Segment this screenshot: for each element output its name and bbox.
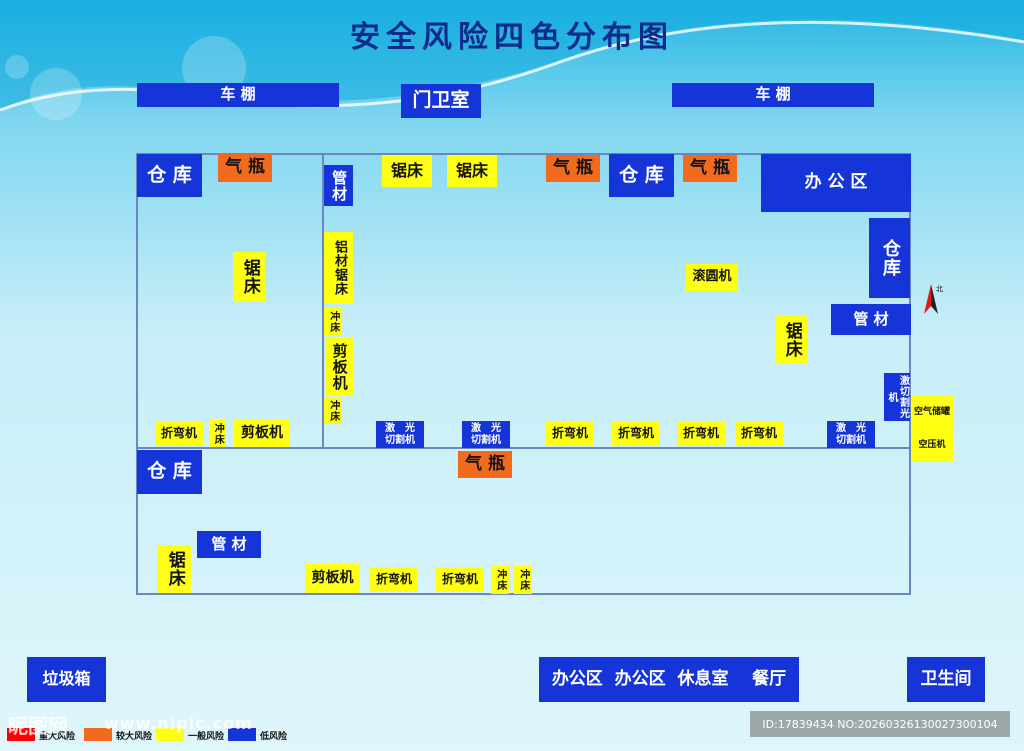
bending-machine-zone: 折弯机	[677, 422, 725, 446]
carport-left: 车 棚	[137, 83, 339, 107]
image-id-bar: ID:17839434 NO:20260326130027300104	[750, 711, 1010, 737]
warehouse-zone: 仓库	[869, 218, 910, 298]
legend-swatch-general	[156, 728, 184, 741]
air-compressor-zone: 空压机	[911, 428, 953, 462]
wall-bottom	[136, 593, 911, 595]
legend-swatch-low	[228, 728, 256, 741]
legend-label-major: 重大风险	[39, 732, 76, 742]
bending-machine-zone: 折弯机	[155, 422, 203, 446]
laser-cutter-zone: 激切割光机	[884, 373, 910, 421]
carport-right: 车 棚	[672, 83, 874, 107]
laser-cutter-zone: 激 光 切割机	[376, 421, 424, 448]
bending-machine-zone: 折弯机	[735, 422, 783, 446]
laser-cutter-zone: 激 光 切割机	[827, 421, 875, 448]
pipe-material-zone: 管 材	[197, 531, 261, 558]
warehouse-zone: 仓 库	[137, 154, 202, 197]
saw-zone: 锯床	[447, 155, 497, 187]
gas-cylinder-zone: 气 瓶	[546, 155, 600, 182]
punch-press-zone: 冲床	[324, 397, 342, 424]
gas-cylinder-zone: 气 瓶	[683, 155, 737, 182]
pipe-material-zone: 管 材	[831, 304, 911, 335]
page-title: 安全风险四色分布图	[350, 20, 674, 55]
bending-machine-zone: 折弯机	[546, 422, 594, 446]
bubble-decoration	[30, 68, 82, 120]
laser-cutter-zone: 激 光 切割机	[462, 421, 510, 448]
wall-middle-horizontal	[136, 447, 911, 449]
saw-zone: 锯床	[775, 315, 807, 364]
wall-inner-divider	[322, 153, 324, 449]
bending-machine-zone: 折弯机	[436, 567, 484, 592]
shearing-machine-zone: 剪板机	[234, 420, 290, 447]
watermark-logo: 昵图网	[8, 714, 68, 738]
punch-press-zone: 冲床	[324, 308, 342, 336]
pipe-zone: 管材	[324, 165, 353, 206]
gas-cylinder-zone: 气 瓶	[458, 451, 512, 478]
warehouse-zone: 仓 库	[609, 154, 674, 197]
air-tank-zone: 空气储罐	[911, 396, 953, 428]
aluminum-saw-zone: 铝材锯床	[324, 232, 353, 304]
watermark-url: www.nipic.com	[104, 714, 253, 733]
bending-machine-zone: 折弯机	[612, 422, 660, 446]
legend-label-general: 一般风险	[188, 732, 225, 742]
warehouse-zone: 仓 库	[137, 450, 202, 494]
rolling-machine-zone: 滚圆机	[686, 264, 738, 291]
shearing-machine-zone: 剪板机	[305, 564, 360, 593]
wall-left	[136, 153, 138, 595]
office-rest-dining-building: 办公区 办公区 休息室 餐厅	[539, 657, 799, 702]
restroom: 卫生间	[907, 657, 985, 702]
punch-press-zone: 冲床	[514, 566, 532, 594]
shearing-machine-zone: 剪板机	[325, 338, 353, 395]
punch-press-zone: 冲床	[491, 566, 509, 594]
saw-zone: 锯床	[382, 155, 432, 187]
gas-cylinder-zone: 气 瓶	[218, 154, 272, 182]
north-arrow-icon: 北	[924, 284, 943, 314]
bubble-decoration	[5, 55, 29, 79]
punch-press-zone: 冲床	[209, 420, 226, 447]
legend-label-large: 较大风险	[116, 732, 153, 742]
saw-zone: 锯床	[233, 252, 265, 302]
bending-machine-zone: 折弯机	[370, 567, 418, 592]
legend-label-low: 低风险	[260, 732, 288, 742]
compass-north-label: 北	[936, 285, 943, 293]
legend-swatch-large	[84, 728, 112, 741]
gate-room: 门卫室	[401, 84, 481, 118]
legend-swatch-major	[7, 728, 35, 741]
wall-right	[909, 153, 911, 595]
garbage-bin: 垃圾箱	[27, 657, 106, 702]
wall-top	[136, 153, 911, 155]
office-zone: 办 公 区	[761, 154, 911, 212]
saw-zone: 锯床	[157, 545, 191, 593]
